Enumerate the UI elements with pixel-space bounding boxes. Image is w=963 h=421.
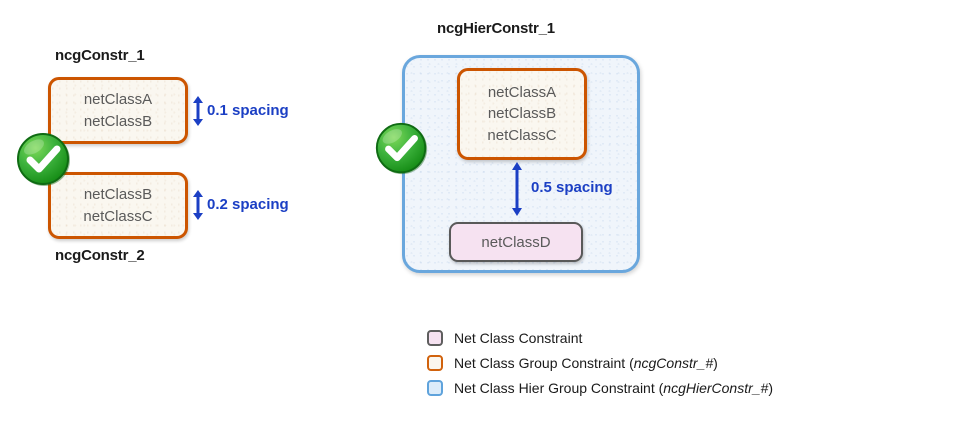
- green-check-icon: [17, 133, 70, 186]
- legend-label: Net Class Group Constraint (ncgConstr_#): [454, 355, 718, 371]
- net-class-label: netClassD: [481, 233, 551, 251]
- green-check-icon: [375, 122, 428, 175]
- spacing-label-0-2: 0.2 spacing: [207, 196, 289, 213]
- legend-label-close: ): [768, 379, 774, 396]
- legend-label: Net Class Hier Group Constraint (ncgHier…: [454, 380, 773, 396]
- ncg-hier-inner-group-box[interactable]: netClassA netClassB netClassC: [457, 68, 587, 160]
- ncg-constr-1-title: ncgConstr_1: [55, 47, 145, 64]
- legend-label-text: Net Class Hier Group Constraint (: [454, 379, 664, 396]
- net-class-d-box[interactable]: netClassD: [449, 222, 583, 262]
- spacing-label-0-1: 0.1 spacing: [207, 102, 289, 119]
- net-class-hier-group-swatch: [427, 379, 443, 396]
- net-class-label: netClassB: [83, 186, 153, 204]
- spacing-arrow-0-5-icon: [512, 162, 522, 216]
- ncg-hier-constr-1-title: ncgHierConstr_1: [437, 20, 555, 37]
- legend-label: Net Class Constraint: [454, 329, 583, 346]
- legend-label-close: ): [713, 354, 718, 371]
- net-class-label: netClassC: [487, 126, 557, 144]
- legend-item-net-class-hier-group: Net Class Hier Group Constraint (ncgHier…: [427, 375, 773, 400]
- ncg-constr-1-box[interactable]: netClassA netClassB: [48, 77, 188, 144]
- ncg-constr-2-box[interactable]: netClassB netClassC: [48, 172, 188, 239]
- net-class-label: netClassA: [83, 91, 153, 109]
- legend-item-net-class: Net Class Constraint: [427, 325, 773, 350]
- net-class-group-swatch: [427, 354, 443, 371]
- legend-item-net-class-group: Net Class Group Constraint (ncgConstr_#): [427, 350, 773, 375]
- net-class-swatch: [427, 329, 443, 346]
- ncg-constr-2-title: ncgConstr_2: [55, 247, 145, 264]
- spacing-label-0-5: 0.5 spacing: [531, 179, 613, 196]
- net-class-label: netClassB: [487, 105, 557, 123]
- net-class-label: netClassA: [487, 84, 557, 102]
- legend-label-token: ncgHierConstr_#: [663, 379, 769, 396]
- legend-label-token: ncgConstr_#: [633, 354, 714, 371]
- legend-label-text: Net Class Group Constraint (: [454, 354, 634, 371]
- net-class-label: netClassB: [83, 112, 153, 130]
- net-class-label: netClassC: [83, 207, 153, 225]
- legend: Net Class Constraint Net Class Group Con…: [427, 325, 773, 400]
- spacing-arrow-0-2-icon: [193, 190, 203, 220]
- spacing-arrow-0-1-icon: [193, 96, 203, 126]
